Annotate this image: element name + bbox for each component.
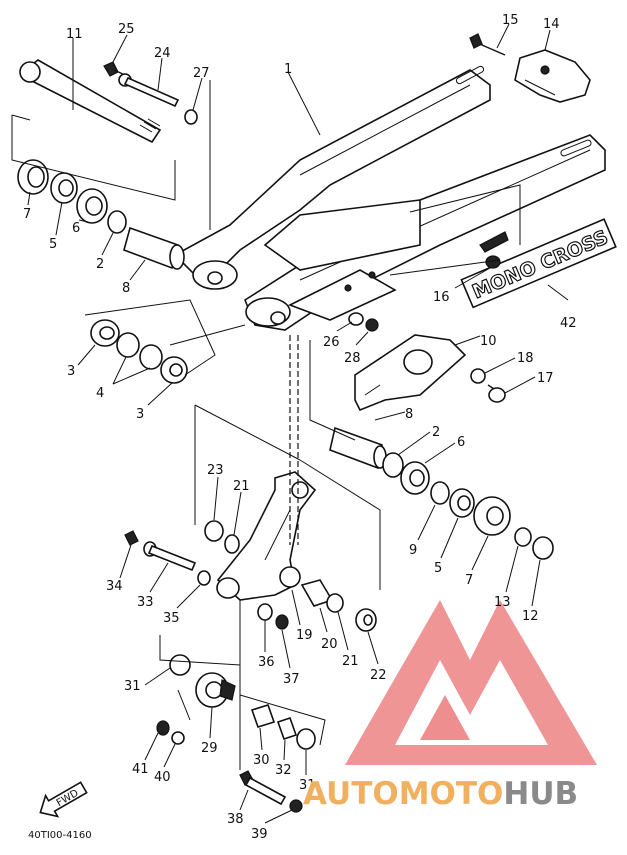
nut-37 (275, 614, 289, 630)
washer-26 (348, 312, 364, 326)
left-bearing-stack (17, 159, 185, 270)
watermark-text-part2: HUB (503, 776, 578, 812)
callout-17: 17 (537, 371, 554, 386)
bolt-25 (103, 61, 126, 77)
connecting-rod-29 (169, 654, 316, 750)
washer-36 (257, 603, 273, 621)
callouts: 1 11 25 24 27 15 14 7 5 6 2 8 3 4 3 16 4… (23, 13, 577, 842)
relay-arm-19 (216, 471, 317, 601)
callout-9: 9 (409, 543, 417, 558)
callout-15: 15 (502, 13, 519, 28)
callout-6b: 6 (457, 435, 465, 450)
callout-22: 22 (370, 668, 387, 683)
callout-39: 39 (251, 827, 268, 842)
washer-27 (184, 109, 198, 125)
callout-16: 16 (433, 290, 450, 305)
callout-42: 42 (560, 316, 577, 331)
nut-28 (365, 318, 379, 332)
callout-2b: 2 (432, 425, 440, 440)
callout-32: 32 (275, 763, 292, 778)
washer-40 (171, 731, 185, 745)
watermark-text: AUTOMOTOHUB (303, 776, 578, 812)
callout-34: 34 (106, 579, 123, 594)
callout-2a: 2 (96, 257, 104, 272)
pivot-shaft (19, 59, 162, 144)
callout-40: 40 (154, 770, 171, 785)
callout-27: 27 (193, 66, 210, 81)
callout-7a: 7 (23, 207, 31, 222)
callout-28: 28 (344, 351, 361, 366)
bushing-23 (204, 520, 224, 542)
callout-8a: 8 (122, 281, 130, 296)
callout-11: 11 (66, 27, 83, 42)
fwd-arrow: FWD (39, 781, 88, 818)
callout-26: 26 (323, 335, 340, 350)
chain-guide-14 (469, 33, 591, 103)
collar-21a (224, 534, 240, 554)
callout-1: 1 (284, 62, 292, 77)
callout-20: 20 (321, 637, 338, 652)
callout-29: 29 (201, 741, 218, 756)
watermark-logo (345, 600, 597, 765)
callout-23: 23 (207, 463, 224, 478)
callout-31b: 31 (299, 778, 316, 793)
bushing-20-22 (300, 579, 377, 632)
bolt-17 (487, 384, 506, 403)
callout-3b: 3 (136, 407, 144, 422)
mono-cross-decal: MONO CROSS (460, 218, 617, 309)
callout-13: 13 (494, 595, 511, 610)
bolt-33 (124, 530, 211, 586)
bolt-24 (118, 73, 180, 108)
right-bearing-stack (329, 426, 554, 560)
callout-38: 38 (227, 812, 244, 827)
callout-35: 35 (163, 611, 180, 626)
bracket-10 (354, 334, 467, 412)
callout-33: 33 (137, 595, 154, 610)
guide-lines (11, 80, 521, 770)
callout-5a: 5 (49, 237, 57, 252)
callout-14: 14 (543, 17, 560, 32)
callout-21a: 21 (233, 479, 250, 494)
callout-10: 10 (480, 334, 497, 349)
washer-18 (470, 368, 486, 384)
callout-8b: 8 (405, 407, 413, 422)
callout-21b: 21 (342, 654, 359, 669)
callout-18: 18 (517, 351, 534, 366)
callout-25: 25 (118, 22, 135, 37)
callout-7b: 7 (465, 573, 473, 588)
callout-41: 41 (132, 762, 149, 777)
callout-12: 12 (522, 609, 539, 624)
swingarm (173, 65, 606, 331)
leader-lines (27, 23, 569, 824)
callout-31a: 31 (124, 679, 141, 694)
bushing-stack-left (90, 319, 188, 384)
nut-41 (156, 720, 170, 736)
callout-3a: 3 (67, 364, 75, 379)
callout-24: 24 (154, 46, 171, 61)
callout-5b: 5 (434, 561, 442, 576)
callout-19: 19 (296, 628, 313, 643)
callout-4: 4 (96, 386, 104, 401)
watermark-text-part1: AUTOMOTO (303, 776, 503, 812)
diagram-code: 40TI00-4160 (28, 830, 92, 841)
callout-36: 36 (258, 655, 275, 670)
bolt-38 (239, 770, 303, 813)
callout-6a: 6 (72, 221, 80, 236)
callout-37: 37 (283, 672, 300, 687)
callout-30: 30 (253, 753, 270, 768)
